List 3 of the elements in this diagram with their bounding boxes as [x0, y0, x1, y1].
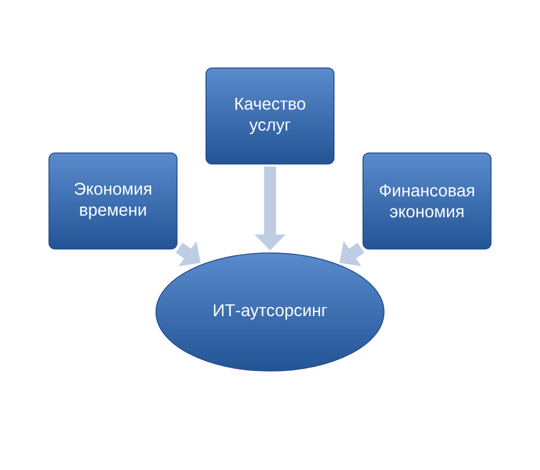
- process-box: Качество услуг: [206, 68, 334, 164]
- process-box: Финансовая экономия: [362, 152, 492, 250]
- process-box: Экономия времени: [48, 152, 178, 250]
